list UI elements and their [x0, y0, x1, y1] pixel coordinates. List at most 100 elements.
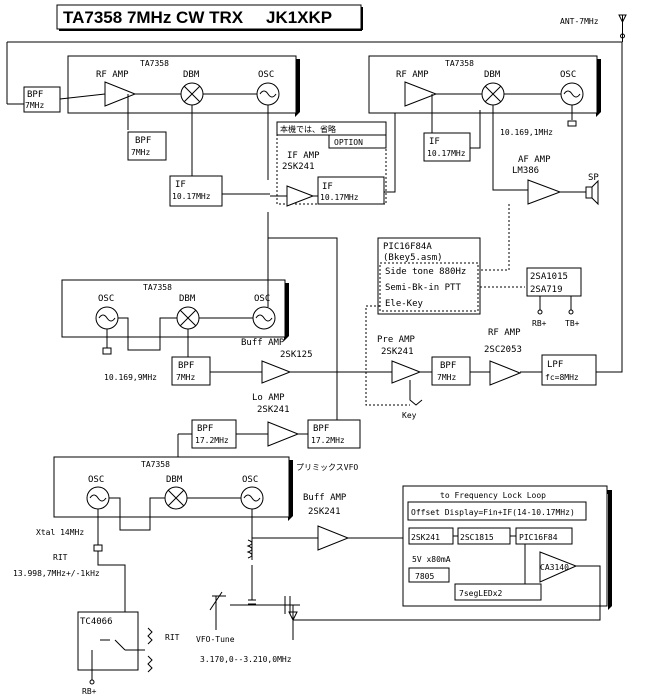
vfo-osc-right-icon [240, 486, 264, 510]
tx-pre-amp-icon [391, 360, 422, 384]
tx-osc-right-icon [252, 306, 276, 330]
svg-text:BPF: BPF [197, 424, 213, 434]
svg-text:CA3140: CA3140 [540, 563, 569, 572]
fll-comparator-icon [539, 551, 578, 583]
rx-if-box [169, 175, 223, 207]
svg-text:RF AMP: RF AMP [396, 70, 429, 80]
rx-osc2-icon [560, 82, 584, 106]
rx-dbm-icon [180, 82, 204, 106]
svg-text:BPF: BPF [27, 90, 43, 100]
svg-text:Lo AMP: Lo AMP [252, 393, 285, 403]
svg-text:Ele-Key: Ele-Key [385, 299, 424, 309]
svg-text:SP: SP [588, 173, 599, 183]
svg-text:IF: IF [175, 180, 186, 190]
svg-text:TA7358: TA7358 [445, 59, 474, 68]
svg-text:BPF: BPF [178, 361, 194, 371]
svg-text:13.998,7MHz+/-1kHz: 13.998,7MHz+/-1kHz [13, 569, 100, 578]
svg-text:AF AMP: AF AMP [518, 155, 551, 165]
svg-text:3.170,0--3.210,0MHz: 3.170,0--3.210,0MHz [200, 655, 292, 664]
tx-buff-amp-icon [261, 360, 292, 384]
svg-text:本機では、省略: 本機では、省略 [280, 124, 336, 134]
svg-text:10.169,1MHz: 10.169,1MHz [500, 128, 553, 137]
svg-text:OSC: OSC [98, 294, 114, 304]
svg-text:OSC: OSC [242, 475, 258, 485]
svg-text:10.169,9MHz: 10.169,9MHz [104, 373, 157, 382]
svg-text:DBM: DBM [179, 294, 196, 304]
svg-text:2SC2053: 2SC2053 [484, 345, 522, 355]
vfo-dbm-icon [164, 486, 188, 510]
svg-text:10.17MHz: 10.17MHz [427, 149, 466, 158]
ptt-switch [526, 267, 582, 297]
rx-af-amp-icon [527, 179, 562, 205]
rx-rf-amp2-icon [404, 81, 438, 107]
svg-text:Semi-Bk-in PTT: Semi-Bk-in PTT [385, 283, 461, 293]
svg-text:Buff AMP: Buff AMP [241, 338, 285, 348]
lo-amp-icon [267, 421, 300, 447]
svg-text:5V x80mA: 5V x80mA [412, 555, 451, 564]
tx-osc-left-icon [95, 306, 119, 330]
tx-rf-amp-icon [489, 360, 522, 386]
svg-text:2SK241: 2SK241 [308, 507, 341, 517]
antenna-label: ANT-7MHz [560, 17, 599, 26]
svg-text:LPF: LPF [547, 360, 563, 370]
svg-text:Side tone 880Hz: Side tone 880Hz [385, 267, 466, 277]
pic-block [377, 237, 481, 315]
rx-chip1-label: TA7358 [140, 59, 169, 68]
rx-rf-amp-label: RF AMP [96, 70, 129, 80]
svg-text:TC4066: TC4066 [80, 617, 113, 627]
svg-text:7segLEDx2: 7segLEDx2 [459, 589, 503, 598]
svg-text:TA7358: TA7358 [143, 283, 172, 292]
svg-text:DBM: DBM [183, 70, 200, 80]
option-label-box [328, 134, 387, 149]
svg-text:Xtal 14MHz: Xtal 14MHz [36, 528, 84, 537]
svg-text:to Frequency Lock Loop: to Frequency Lock Loop [440, 491, 546, 500]
svg-text:TA7358: TA7358 [141, 460, 170, 469]
speaker-icon [585, 179, 599, 206]
svg-text:LM386: LM386 [512, 166, 539, 176]
svg-text:DBM: DBM [166, 475, 183, 485]
svg-text:OSC: OSC [560, 70, 576, 80]
vfo-buff-amp-icon [317, 525, 350, 551]
vfo-chip: TA7358 [53, 456, 293, 521]
svg-text:RIT: RIT [53, 553, 68, 562]
svg-text:TB+: TB+ [565, 319, 580, 328]
title-text: TA7358 7MHz CW TRX [63, 8, 244, 27]
rx-dbm2-icon [481, 82, 505, 106]
svg-text:17.2MHz: 17.2MHz [195, 436, 229, 445]
tx-dbm-icon [176, 306, 200, 330]
svg-text:OSC: OSC [254, 294, 270, 304]
svg-text:10.17MHz: 10.17MHz [320, 193, 359, 202]
svg-text:7MHz: 7MHz [437, 373, 456, 382]
svg-text:BPF: BPF [313, 424, 329, 434]
coil-icon [246, 539, 253, 559]
rx-bpf2 [127, 131, 167, 161]
svg-text:10.17MHz: 10.17MHz [172, 192, 211, 201]
rx-chip2: TA7358 [368, 55, 601, 117]
svg-text:Key: Key [402, 411, 417, 420]
svg-text:7MHz: 7MHz [176, 373, 195, 382]
callsign: JK1XKP [266, 8, 332, 27]
svg-text:OPTION: OPTION [334, 138, 363, 147]
svg-text:Buff AMP: Buff AMP [303, 493, 347, 503]
svg-text:2SK241: 2SK241 [282, 162, 315, 172]
svg-text:2SK241: 2SK241 [257, 405, 290, 415]
svg-text:BPF: BPF [135, 136, 151, 146]
svg-text:RIT: RIT [165, 633, 180, 642]
svg-text:VFO-Tune: VFO-Tune [196, 635, 235, 644]
svg-text:IF: IF [322, 182, 333, 192]
svg-text:2SA1015: 2SA1015 [530, 272, 568, 282]
tc4066 [77, 611, 139, 671]
svg-text:7MHz: 7MHz [131, 148, 150, 157]
svg-text:DBM: DBM [484, 70, 501, 80]
svg-text:2SK241: 2SK241 [411, 533, 440, 542]
svg-text:7805: 7805 [415, 572, 434, 581]
rx-chip1: TA7358 [67, 55, 300, 117]
svg-text:PIC16F84: PIC16F84 [519, 533, 558, 542]
rx-osc-icon [256, 82, 280, 106]
svg-text:2SK125: 2SK125 [280, 350, 313, 360]
svg-text:Offset Display=Fin+IF(14-10.17: Offset Display=Fin+IF(14-10.17MHz) [411, 508, 575, 517]
svg-text:RF AMP: RF AMP [488, 328, 521, 338]
svg-text:IF: IF [429, 137, 440, 147]
rx-bpf-in [23, 86, 61, 113]
svg-text:2SC1815: 2SC1815 [460, 533, 494, 542]
